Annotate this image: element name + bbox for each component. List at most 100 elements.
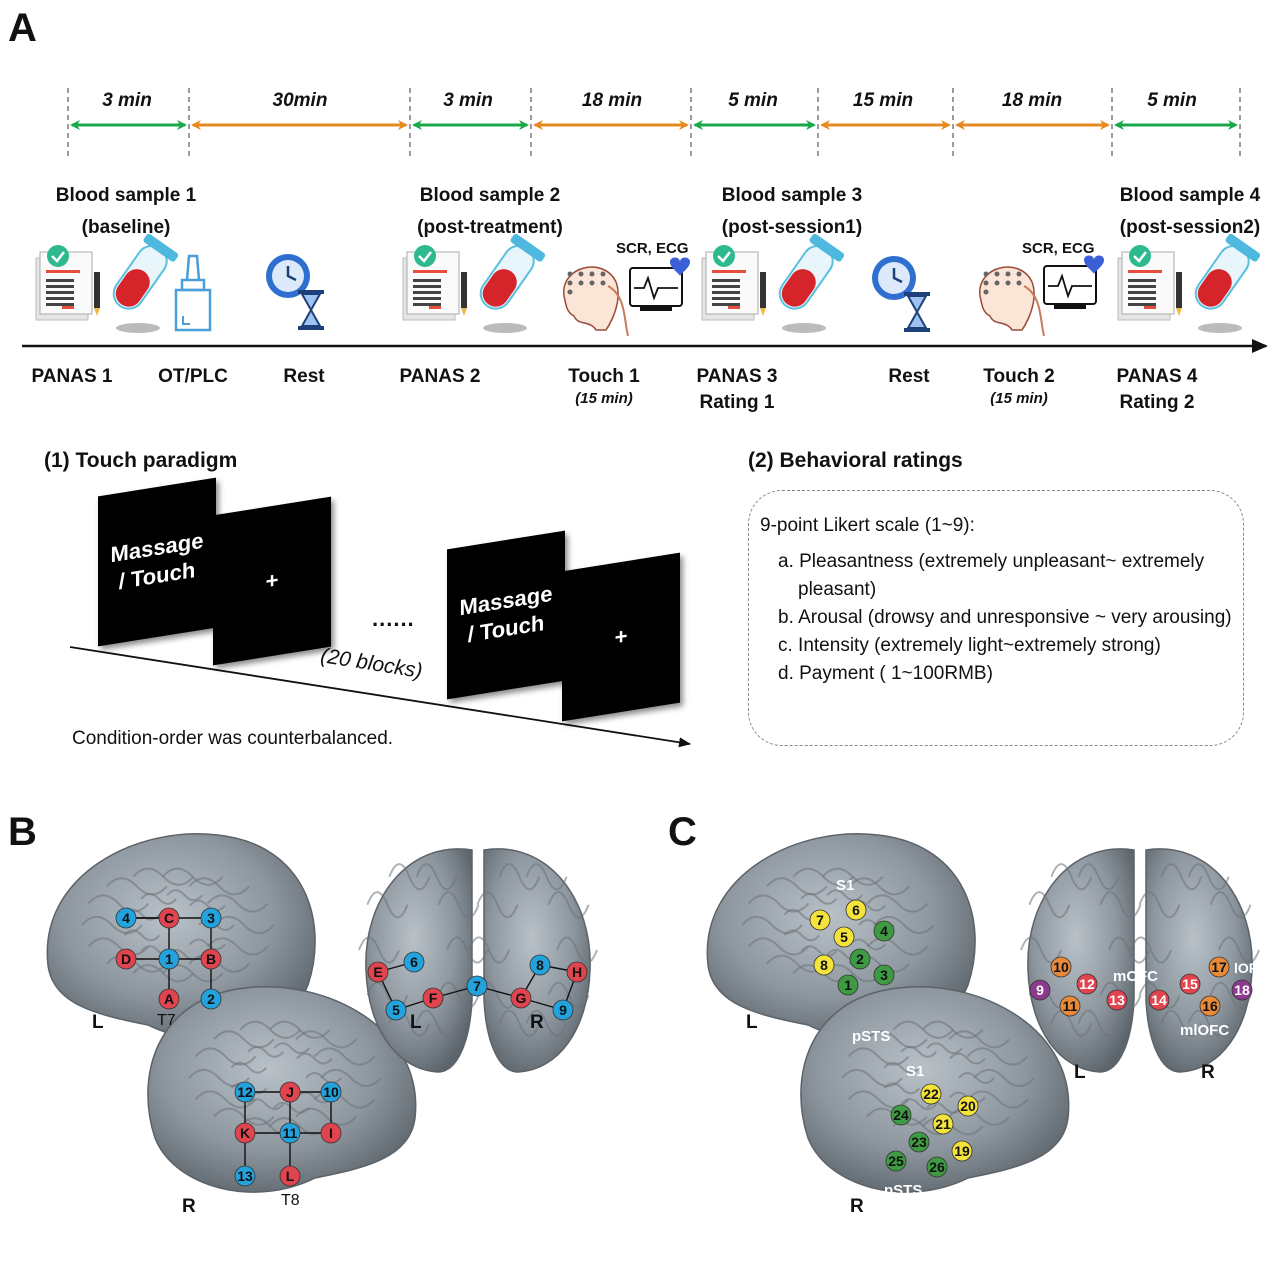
channel-circle (200, 907, 222, 929)
channel-label: 2 (856, 951, 864, 967)
tube-cap-shape (510, 233, 546, 262)
gyrus-shape (296, 1052, 333, 1065)
b-right-channel: 11 (279, 1122, 301, 1144)
gyrus-shape (821, 867, 884, 886)
gyrus-shape (295, 1030, 357, 1049)
channel-circle (158, 907, 180, 929)
gyrus-shape (305, 1072, 342, 1084)
b-left-channel: A (158, 988, 180, 1010)
b-frontal-channel: 6 (403, 951, 425, 973)
gyrus-shape (973, 1068, 1035, 1088)
channel-label: 14 (1151, 992, 1167, 1008)
questionnaire-icon (402, 245, 467, 321)
channel-label: 17 (1211, 959, 1227, 975)
stage-rest-1: Rest (283, 366, 325, 387)
line-shape (1128, 285, 1156, 288)
head-shape (563, 266, 619, 331)
gyrus-shape (783, 929, 821, 942)
monitor-shape (1043, 265, 1097, 305)
c-right-channel: 21 (932, 1113, 954, 1135)
gyrus-shape (87, 937, 150, 956)
channel-circle (158, 948, 180, 970)
channel-label: 12 (1079, 976, 1095, 992)
brain-hemisphere-shape (1145, 848, 1253, 1073)
channel-circle (510, 987, 532, 1009)
channel-circle (1076, 973, 1098, 995)
pen-tip-shape (461, 308, 467, 316)
gyrus-shape (161, 867, 224, 886)
channel-label: 16 (1202, 998, 1218, 1014)
duration-label: 15 min (852, 90, 914, 111)
timeline-separators (67, 88, 1241, 158)
channel-circle (566, 961, 588, 983)
line-shape (46, 285, 74, 288)
gyrus-shape (476, 891, 519, 919)
t8-label: T8 (281, 1192, 300, 1209)
ecg-monitor-icon (629, 257, 690, 311)
channel-label: 3 (880, 967, 888, 983)
b-left-channel: D (115, 948, 137, 970)
line-shape (712, 291, 740, 294)
line-shape (1144, 306, 1156, 309)
channel-circle (908, 1131, 930, 1153)
channel-circle (234, 1165, 256, 1187)
blood-shape (482, 269, 517, 307)
channel-circle (1106, 989, 1128, 1011)
line-shape (413, 297, 441, 300)
gyrus-shape (498, 863, 541, 891)
pen-tip-shape (1176, 308, 1182, 316)
electrode-shape (1005, 280, 1011, 286)
electrode-shape (589, 271, 595, 277)
ecg-monitor-icon (1043, 255, 1104, 309)
line-shape (413, 270, 447, 273)
b-frontal-channel: 8 (529, 954, 551, 976)
electrode-shape (994, 271, 1000, 277)
b-frontal-channel: F (422, 987, 444, 1009)
channel-label: 1 (165, 951, 173, 967)
electrode-shape (567, 280, 573, 286)
blood-tube-icon (1194, 233, 1261, 310)
gyrus-shape (132, 964, 195, 983)
channel-label: 10 (1053, 959, 1069, 975)
channel-label: J (286, 1084, 294, 1100)
gyrus-shape (847, 1047, 910, 1066)
c-frontal-channel: 11 (1059, 995, 1081, 1017)
line-shape (46, 279, 74, 282)
stage-rest-2: Rest (888, 366, 930, 387)
channel-circle (279, 1081, 301, 1103)
b-right-channel: I (320, 1122, 342, 1144)
gyrus-shape (849, 938, 886, 951)
channel-label: F (429, 990, 438, 1006)
electrode-shape (600, 271, 606, 277)
c-right-channel: 19 (951, 1140, 973, 1162)
channel-circle (837, 974, 859, 996)
channel-circle (1148, 989, 1170, 1011)
pen-icon (1176, 272, 1182, 308)
gyrus-shape (213, 1107, 275, 1126)
hourglass-shape (300, 293, 322, 327)
b-frontal-brain (358, 848, 598, 1073)
gyrus-shape (273, 1101, 310, 1114)
rating-item: a. Pleasantness (extremely unpleasant~ e… (778, 551, 1205, 600)
b-right-channel: K (234, 1122, 256, 1144)
channel-circle (932, 1113, 954, 1135)
ratings-box (748, 490, 1244, 746)
nasal-spray-icon (174, 254, 212, 332)
gyrus-shape (206, 937, 269, 956)
line-shape (46, 270, 80, 273)
c-frontal-channel: 17 (1208, 956, 1230, 978)
channel-label: I (329, 1125, 333, 1141)
blood-sample-3: Blood sample 3 (post-session1) (721, 185, 863, 238)
gyrus-shape (313, 1047, 376, 1066)
gyrus-shape (230, 1061, 268, 1074)
stage-touch-2: Touch 2 (15 min) (983, 366, 1055, 407)
channel-circle (1179, 973, 1201, 995)
channel-circle (200, 988, 222, 1010)
likert-scale: 9-point Likert scale (1~9): (760, 515, 975, 536)
blood-sample-1: Blood sample 1 (baseline) (55, 185, 197, 238)
gyrus-shape (900, 1045, 938, 1058)
gyrus-shape (388, 863, 431, 891)
heart-icon (1084, 255, 1104, 274)
ellipsis: ...... (372, 606, 415, 631)
channel-circle (422, 987, 444, 1009)
